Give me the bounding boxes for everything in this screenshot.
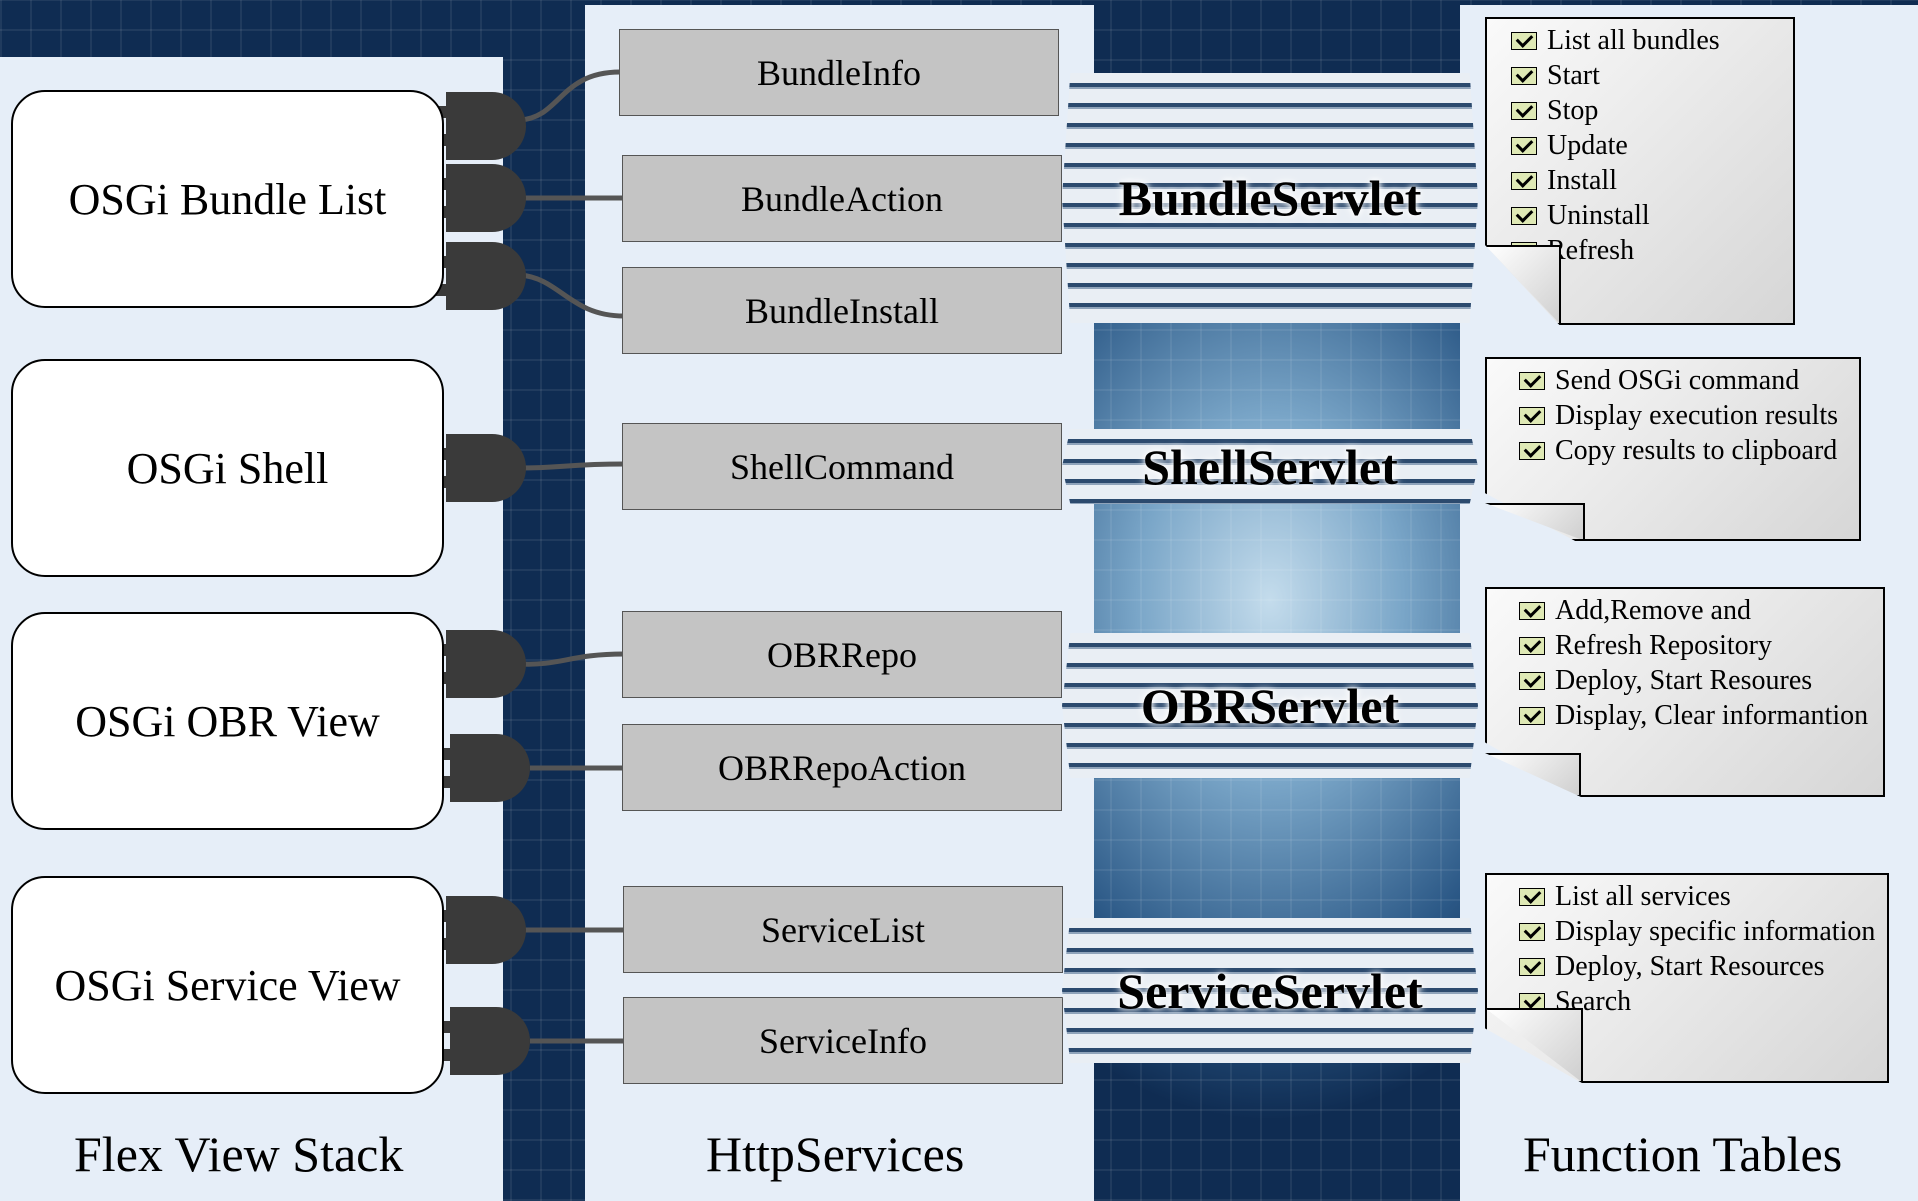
service-bundle-install: BundleInstall [622, 267, 1062, 354]
checkbox-icon [1519, 957, 1545, 976]
cable [519, 461, 625, 471]
function-item: Uninstall [1511, 198, 1720, 233]
service-bundle-info: BundleInfo [619, 29, 1059, 116]
servlet-label: ShellServlet [1142, 438, 1398, 495]
function-item: Display specific information [1519, 914, 1875, 949]
checkbox-icon [1519, 706, 1545, 725]
checkbox-icon [1511, 136, 1537, 155]
view-label: OSGi Shell [126, 443, 329, 493]
checkbox-icon [1511, 31, 1537, 50]
view-label: OSGi OBR View [75, 696, 380, 746]
function-item: Deploy, Start Resoures [1519, 663, 1868, 698]
service-label: BundleAction [741, 178, 943, 219]
function-list: Send OSGi command Display execution resu… [1519, 363, 1838, 468]
checkbox-icon [1511, 171, 1537, 190]
servlet-obr: OBRServlet [1062, 633, 1478, 778]
function-item: Start [1511, 58, 1720, 93]
checkbox-icon [1519, 671, 1545, 690]
service-label: OBRRepo [766, 634, 917, 675]
checkbox-icon [1511, 206, 1537, 225]
cable [519, 272, 625, 319]
service-label: ServiceInfo [759, 1020, 927, 1061]
function-item: Copy results to clipboard [1519, 433, 1838, 468]
column-label-views: Flex View Stack [74, 1126, 404, 1182]
function-list: Add,Remove and Refresh Repository Deploy… [1519, 593, 1868, 733]
view-label: OSGi Bundle List [68, 174, 387, 224]
checkbox-icon [1519, 922, 1545, 941]
function-item: Update [1511, 128, 1720, 163]
function-item: Display, Clear informantion [1519, 698, 1868, 733]
service-bundle-action: BundleAction [622, 155, 1062, 242]
column-label-services: HttpServices [706, 1126, 965, 1182]
function-item: Deploy, Start Resources [1519, 949, 1875, 984]
servlet-label: OBRServlet [1140, 677, 1400, 734]
servlet-label: BundleServlet [1118, 170, 1422, 226]
service-obr-repo: OBRRepo [622, 611, 1062, 698]
service-service-info: ServiceInfo [623, 997, 1063, 1084]
checkbox-icon [1519, 601, 1545, 620]
servlet-service: ServiceServlet [1062, 918, 1478, 1063]
service-service-list: ServiceList [623, 886, 1063, 973]
service-label: ServiceList [761, 909, 925, 950]
checkbox-icon [1519, 371, 1545, 390]
function-item: Stop [1511, 93, 1720, 128]
function-list: List all services Display specific infor… [1519, 879, 1875, 1019]
service-shell-command: ShellCommand [622, 423, 1062, 510]
checkbox-icon [1519, 887, 1545, 906]
view-label: OSGi Service View [54, 960, 401, 1010]
function-table-bundle: List all bundles Start Stop Update Insta… [1485, 17, 1795, 325]
service-label: BundleInfo [757, 52, 921, 93]
view-obr: OSGi OBR View [11, 612, 444, 830]
function-item: Send OSGi command [1519, 363, 1838, 398]
checkbox-icon [1519, 441, 1545, 460]
checkbox-icon [1511, 66, 1537, 85]
servlet-label: ServiceServlet [1117, 962, 1423, 1019]
servlet-bundle: BundleServlet [1062, 73, 1478, 323]
service-label: ShellCommand [730, 446, 954, 487]
function-item: Add,Remove and [1519, 593, 1868, 628]
cable [519, 651, 625, 667]
view-service: OSGi Service View [11, 876, 444, 1094]
servlet-shell: ShellServlet [1062, 429, 1478, 504]
function-item: Install [1511, 163, 1720, 198]
column-label-tables: Function Tables [1523, 1126, 1843, 1182]
function-item: Display execution results [1519, 398, 1838, 433]
function-item: Refresh Repository [1519, 628, 1868, 663]
service-label: BundleInstall [745, 290, 939, 331]
service-obr-repo-action: OBRRepoAction [622, 724, 1062, 811]
service-label: OBRRepoAction [718, 747, 966, 788]
view-bundle-list: OSGi Bundle List [11, 90, 444, 308]
function-item: List all services [1519, 879, 1875, 914]
checkbox-icon [1519, 406, 1545, 425]
function-list: List all bundles Start Stop Update Insta… [1511, 23, 1720, 268]
function-item: List all bundles [1511, 23, 1720, 58]
cable [519, 69, 621, 123]
view-shell: OSGi Shell [11, 359, 444, 577]
checkbox-icon [1519, 636, 1545, 655]
checkbox-icon [1511, 101, 1537, 120]
checkbox-icon [1519, 992, 1545, 1011]
